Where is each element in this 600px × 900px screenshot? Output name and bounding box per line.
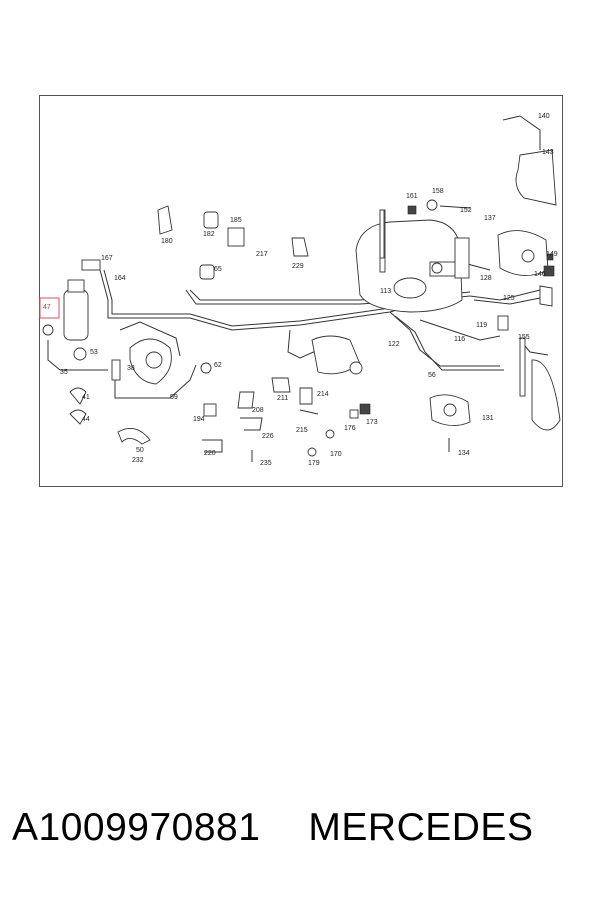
callout-170: 170 [330,451,342,458]
callout-176: 176 [344,425,356,432]
callout-116: 116 [454,336,465,343]
callout-208: 208 [252,407,264,414]
callout-211: 211 [277,395,288,402]
callout-149: 149 [546,251,558,258]
callout-152: 152 [460,207,472,214]
callout-214: 214 [317,391,329,398]
callout-173: 173 [366,419,378,426]
callout-179: 179 [308,460,320,467]
callout-229: 229 [292,263,304,270]
callout-137: 137 [484,215,496,222]
callout-158: 158 [432,188,444,195]
right-side-components [379,115,561,431]
callout-161: 161 [406,193,418,200]
callout-180: 180 [161,238,173,245]
callout-182: 182 [203,231,215,238]
callout-143: 143 [542,149,554,156]
part-caption: A1009970881 MERCEDES [12,806,592,856]
left-components [42,259,121,425]
callout-217: 217 [256,251,268,258]
callout-38: 38 [127,365,135,372]
callout-labels: 140 143 161 158 152 137 149 146 180 182 … [60,113,558,467]
callout-185: 185 [230,217,242,224]
callout-119: 119 [476,322,487,329]
callout-122: 122 [388,341,400,348]
callout-235: 235 [260,460,272,467]
callout-164: 164 [114,275,126,282]
callout-53: 53 [90,349,98,356]
callout-125: 125 [503,295,515,302]
center-components [117,199,555,462]
callout-220: 220 [204,450,216,457]
callout-140: 140 [538,113,550,120]
brand-name: MERCEDES [308,806,534,849]
callout-56: 56 [428,372,436,379]
callout-131: 131 [482,415,494,422]
callout-65: 65 [214,266,222,273]
callout-155: 155 [518,334,530,341]
callout-194: 194 [193,416,205,423]
callout-62: 62 [214,362,222,369]
callout-134: 134 [458,450,470,457]
callout-44: 44 [82,416,90,423]
diagram-frame [39,95,563,487]
callout-59: 59 [170,394,178,401]
callout-232: 232 [132,457,144,464]
callout-226: 226 [262,433,274,440]
callout-35: 35 [60,369,68,376]
callout-113: 113 [380,288,391,295]
part-number: A1009970881 [12,806,261,849]
brake-booster-assembly [355,209,463,313]
callout-215: 215 [296,427,308,434]
callout-50: 50 [136,447,144,454]
highlight-box [39,297,60,319]
highlight-label: 47 [43,304,51,311]
callout-146: 146 [534,271,546,278]
callout-128: 128 [480,275,492,282]
brake-pipes [47,249,549,399]
callout-167: 167 [101,255,113,262]
callout-41: 41 [82,394,90,401]
